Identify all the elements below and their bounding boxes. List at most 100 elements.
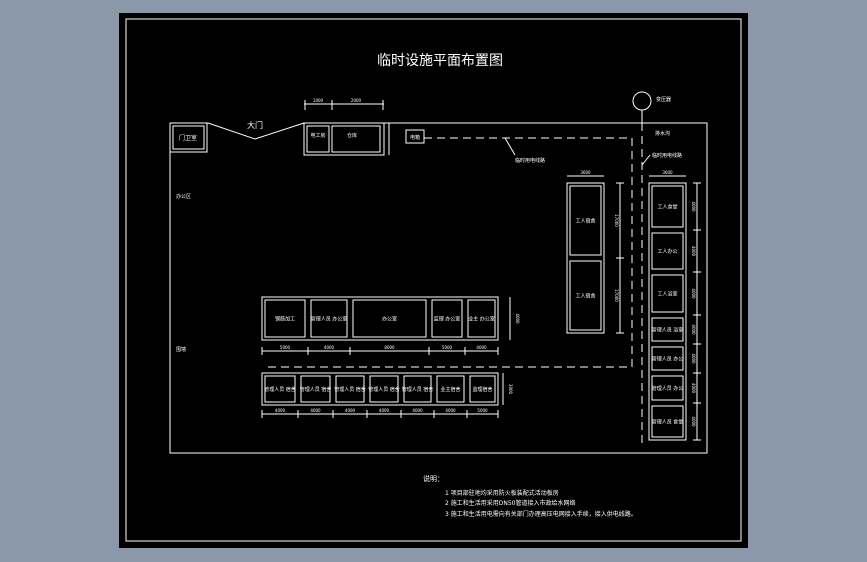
dim-label: 4000	[345, 408, 356, 413]
room	[300, 375, 331, 403]
dim-label: 17000	[614, 214, 619, 227]
room-label: 管理人员 浴室	[652, 327, 684, 334]
electric-room-label: 电工房	[310, 132, 325, 139]
dim-label: 4000	[691, 416, 696, 427]
office-area-label: 办公区	[176, 193, 191, 200]
room-label: 监理宿舍	[472, 386, 492, 393]
room	[569, 185, 602, 256]
room-label: 管理人员 宿舍	[368, 386, 400, 393]
dim-label: 17000	[614, 289, 619, 302]
switch-box	[405, 129, 425, 144]
room-label: 工人宿舍	[575, 293, 595, 300]
dim-label: 4000	[324, 345, 335, 350]
dim-label: 3000	[508, 384, 513, 395]
dim-label: 3600	[580, 170, 591, 175]
dim-label: 4000	[691, 288, 696, 299]
drain-label: 排水沟	[655, 130, 670, 137]
guard-room-label: 门卫室	[179, 134, 197, 142]
dim-label: 4000	[379, 408, 390, 413]
row2-building	[261, 372, 499, 406]
room-label: 业主 办公室	[468, 316, 495, 323]
power-line-label: 临时用电线路	[515, 157, 545, 164]
dim-label: 1000	[313, 98, 324, 103]
room-label: 钢筋加工	[275, 316, 295, 323]
dim-label: 4000	[515, 313, 520, 324]
dim-label: 4000	[275, 408, 286, 413]
room	[264, 299, 306, 338]
room	[467, 299, 496, 338]
room	[335, 375, 365, 403]
drawing-border	[125, 18, 742, 542]
dim-label: 5000	[477, 408, 488, 413]
dim-label: 2000	[351, 98, 362, 103]
room-label: 管理人员 宿舍	[300, 386, 332, 393]
dim-label: 5000	[442, 345, 453, 350]
note-item: 2 施工和生活用采用DN50管道接入市政给水网络	[445, 499, 575, 507]
room-label: 工人宿舍	[575, 218, 595, 225]
room-label: 业主宿舍	[440, 386, 460, 393]
room-label: 工人浴室	[657, 291, 677, 298]
room-label: 管理人员 宿舍	[264, 386, 296, 393]
room	[436, 375, 465, 403]
guard-room-inner-wall	[172, 125, 205, 150]
room-label: 监理 办公室	[434, 316, 461, 323]
dim-label: 3600	[662, 170, 673, 175]
transformer-icon	[632, 91, 652, 111]
room	[469, 375, 496, 403]
note-item: 3 施工和生活用电需向有关部门办理高压电网接入手续，接入供电线路。	[445, 510, 637, 518]
room	[651, 232, 684, 270]
dim-label: 4000	[691, 201, 696, 212]
right_column-building	[648, 182, 687, 441]
room-label: 管理人员 宿舍	[402, 386, 434, 393]
room	[651, 274, 684, 313]
row1-building	[261, 296, 499, 341]
room-label: 办公室	[382, 316, 397, 323]
electric-warehouse-building	[303, 100, 390, 156]
dim-label: 4000	[691, 324, 696, 335]
room	[310, 299, 348, 338]
dim-label: 4000	[691, 383, 696, 394]
dim-label: 5000	[280, 345, 291, 350]
dim-label: 4000	[445, 408, 456, 413]
room-label: 管理人员 办公室	[311, 316, 348, 323]
room	[651, 317, 684, 342]
room	[403, 375, 432, 403]
switch-box-label: 电箱	[410, 134, 420, 141]
dim-label: 8000	[384, 345, 395, 350]
notes-heading: 说明：	[423, 474, 444, 483]
room-label: 工人食堂	[657, 204, 677, 211]
room	[264, 375, 296, 403]
room-label: 管理人员 办公	[652, 385, 684, 392]
leader-line	[641, 154, 651, 166]
room	[651, 346, 684, 371]
buildings: 钢筋加工 5000 管理人员 办公室 4000 办公室 8000 监理 办公室 5000 业主 …	[261, 170, 701, 441]
room	[369, 375, 399, 403]
dim-label: 4000	[691, 353, 696, 364]
guard-room	[169, 122, 208, 153]
room	[651, 375, 684, 401]
gate-label: 大门	[247, 120, 263, 130]
room	[569, 260, 602, 331]
room-label: 管理人员 食堂	[652, 419, 684, 426]
dim-label: 4000	[412, 408, 423, 413]
room	[651, 185, 684, 228]
power-line-right-label: 临时用电线路	[652, 152, 682, 159]
dim-label: 4000	[310, 408, 321, 413]
transformer-label: 变压器	[656, 96, 671, 103]
leader-line	[504, 137, 516, 156]
site-boundary	[169, 122, 708, 454]
drawing-sheet	[119, 13, 748, 548]
room-label: 管理人员 宿舍	[334, 386, 366, 393]
warehouse-label: 仓库	[347, 132, 357, 139]
room	[651, 405, 684, 438]
page-title: 临时设施平面布置图	[377, 53, 503, 69]
dim-label: 4000	[476, 345, 487, 350]
power-line	[263, 137, 633, 368]
note-item: 1 项目部驻地均采用防火板装配式活动板房	[445, 489, 559, 497]
room	[431, 299, 463, 338]
room-label: 管理人员 办公	[652, 356, 684, 363]
room	[352, 299, 427, 338]
mid_column-building	[566, 182, 605, 334]
dim-label: 4000	[691, 246, 696, 257]
